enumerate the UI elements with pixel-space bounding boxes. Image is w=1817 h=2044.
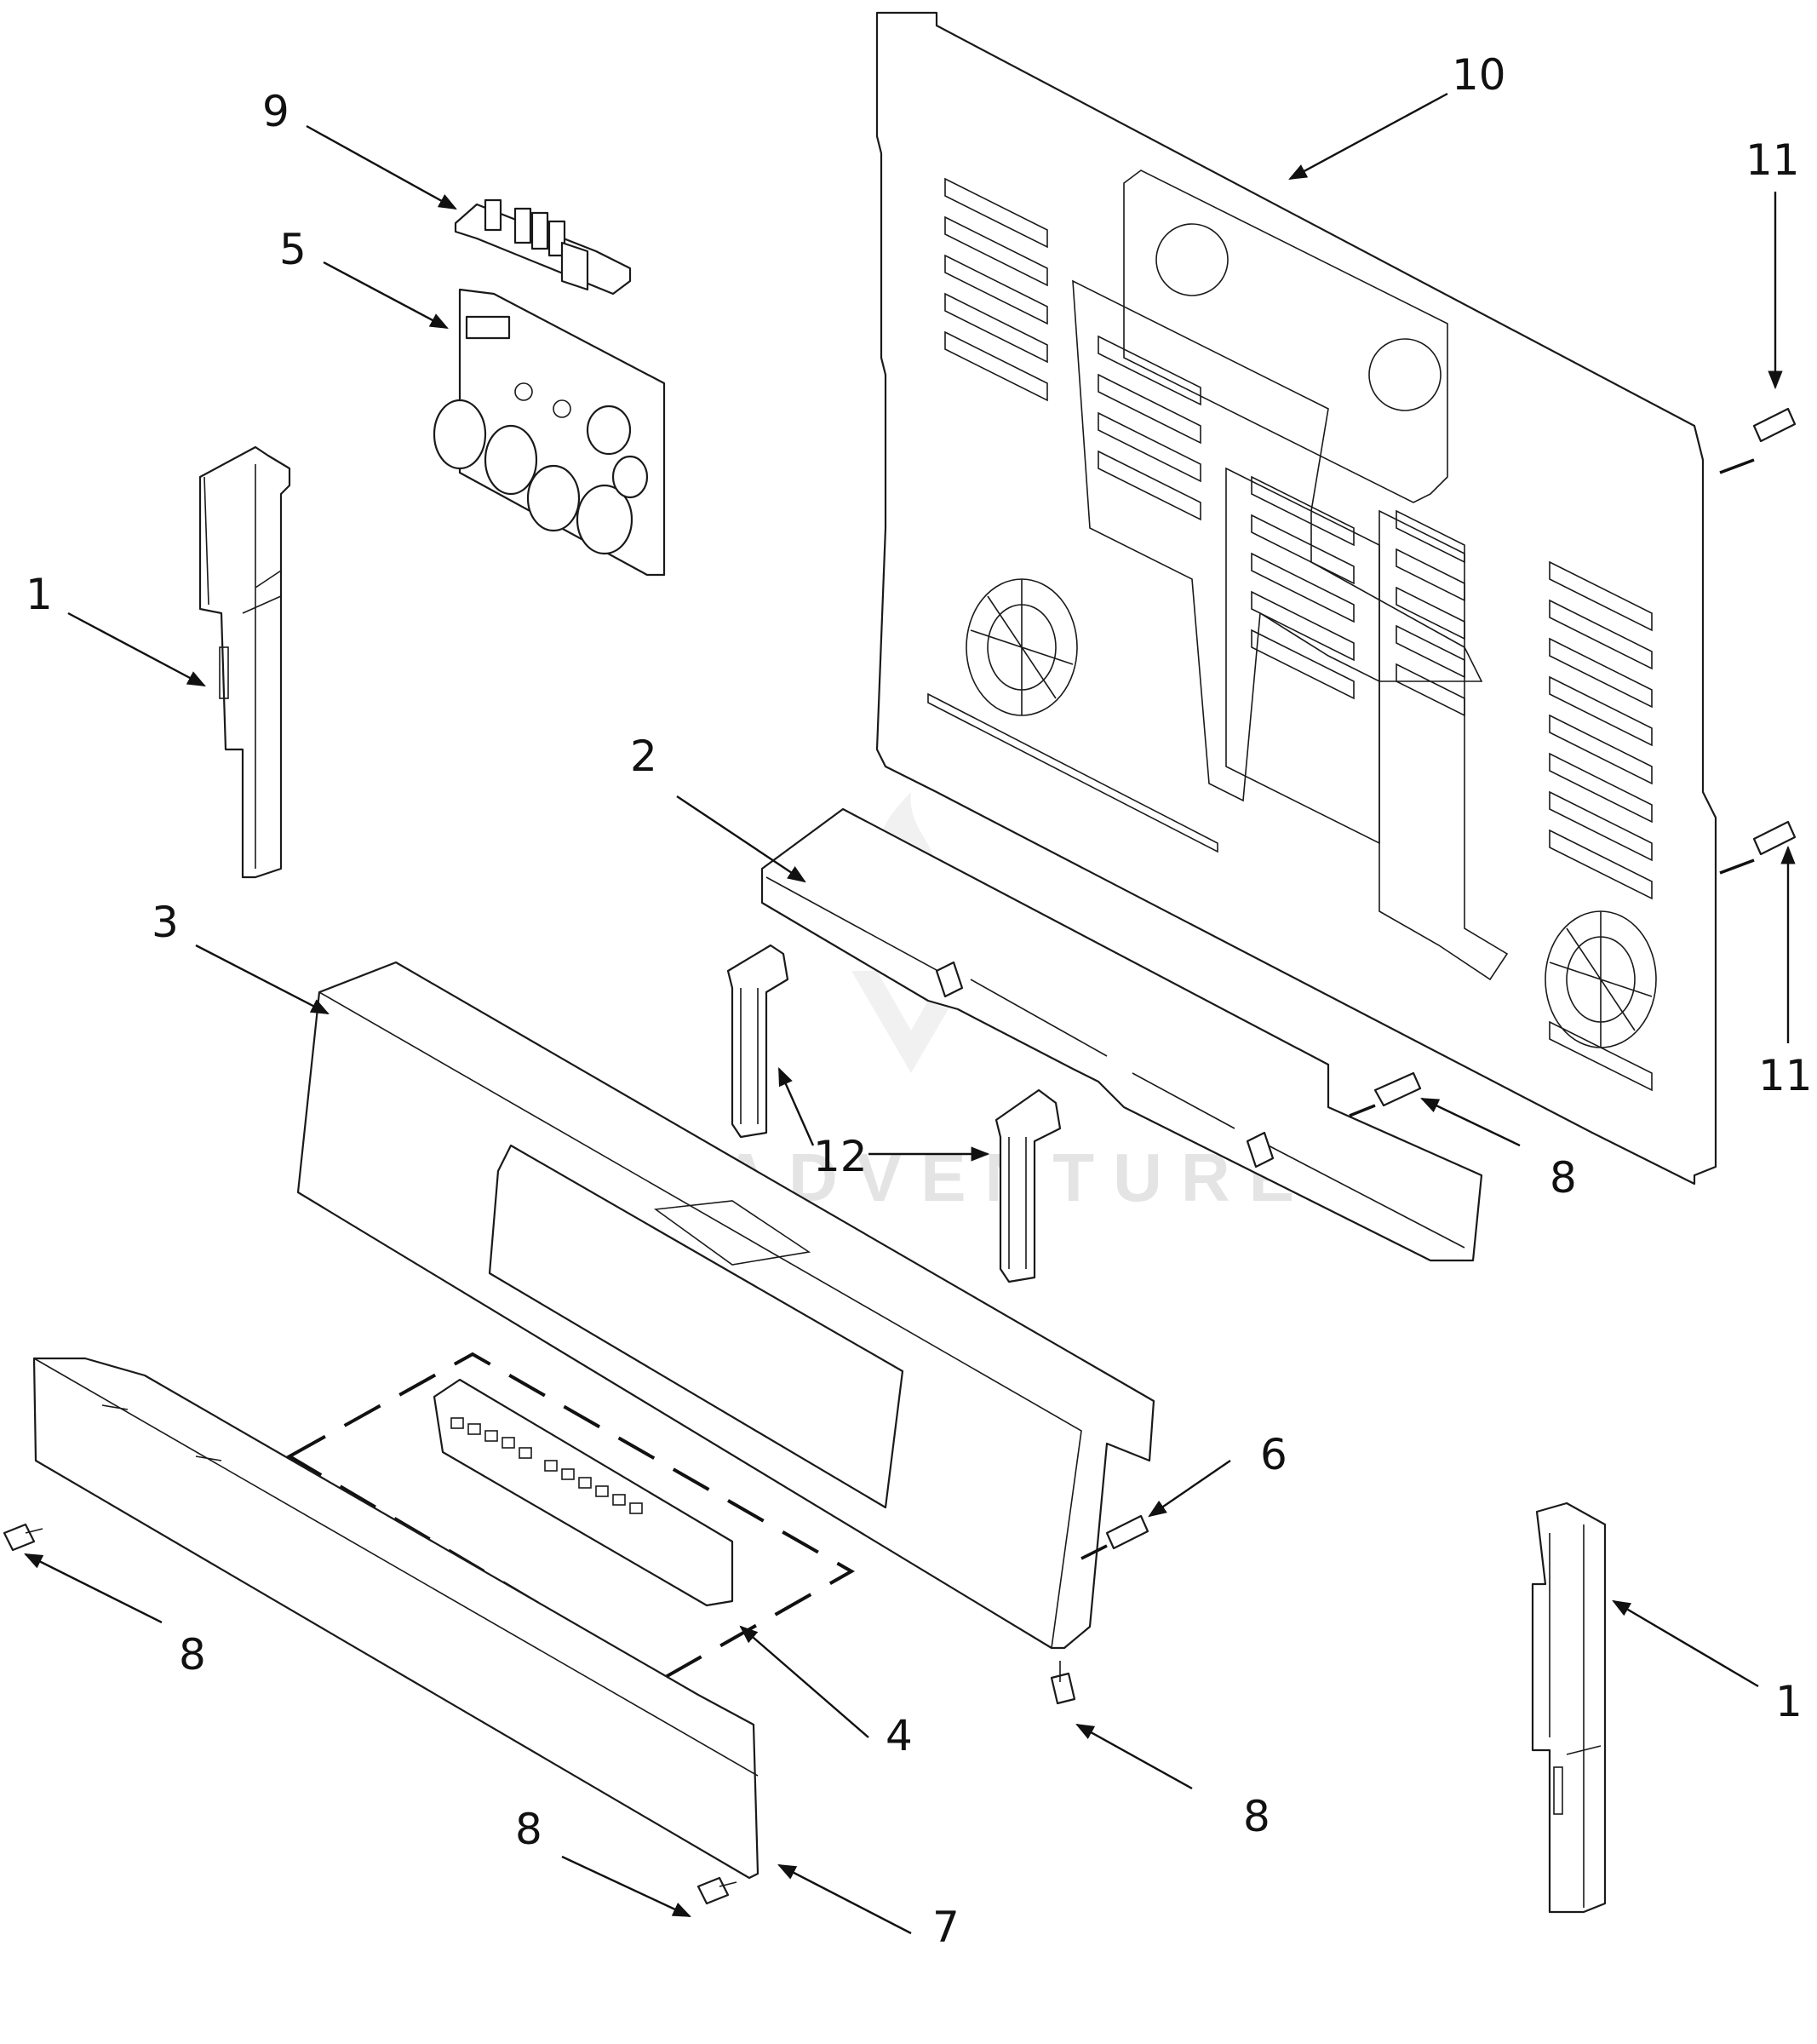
screw-6-icon: [1105, 1514, 1149, 1550]
part-1-left-side-bracket: [198, 445, 291, 879]
callout-11-top: 11: [1745, 135, 1800, 185]
screw-8-bottom-icon: [696, 1876, 737, 1905]
screw-8-left-icon: [3, 1523, 43, 1552]
screw-11-bottom-icon: [1752, 820, 1797, 856]
callout-11-bottom: 11: [1758, 1051, 1813, 1100]
callout-10: 10: [1452, 50, 1506, 100]
leader-lines: [1080, 458, 1755, 1560]
callout-7: 7: [932, 1903, 960, 1952]
callout-1-right: 1: [1775, 1677, 1803, 1726]
part-4-display-board: [285, 1352, 856, 1680]
callout-4: 4: [886, 1711, 913, 1760]
part-10-rear-panel: [875, 11, 1717, 1186]
callout-8-mid: 8: [1243, 1792, 1270, 1841]
callout-labels: 9 5 1 10 11 11 2 3 12 8 6 1 8 4 8 8 7: [26, 50, 1813, 1952]
callout-12: 12: [813, 1132, 868, 1181]
callout-8-bottom: 8: [515, 1805, 542, 1854]
display-keypad-icon: [450, 1417, 643, 1514]
screw-8-mid-icon: [1050, 1661, 1076, 1705]
vent-slots: [944, 177, 1653, 1092]
fan-grille-right-icon: [1545, 910, 1657, 1048]
part-1-right-side-bracket: [1531, 1501, 1607, 1914]
callout-3: 3: [152, 898, 179, 947]
callout-5: 5: [279, 225, 307, 274]
callout-arrows: [24, 92, 1796, 1935]
screw-11-top-icon: [1752, 407, 1797, 443]
callout-6: 6: [1260, 1430, 1287, 1479]
callout-8-left: 8: [179, 1630, 206, 1679]
part-3-control-panel: [296, 961, 1155, 1650]
part-12-clip-left: [726, 944, 789, 1139]
callout-2: 2: [630, 732, 657, 781]
callout-1-left: 1: [26, 570, 53, 619]
fan-grille-left-icon: [966, 578, 1078, 716]
part-12-clip-right: [994, 1088, 1062, 1283]
part-2-bracket-strip: [760, 807, 1483, 1262]
screw-8-right-icon: [1373, 1071, 1422, 1107]
callout-9: 9: [262, 87, 289, 136]
callout-8-right-panel: 8: [1550, 1153, 1577, 1203]
part-5-control-board: [433, 288, 666, 577]
part-9-terminal-block: [454, 198, 632, 296]
part-7-lower-trim: [32, 1357, 759, 1880]
